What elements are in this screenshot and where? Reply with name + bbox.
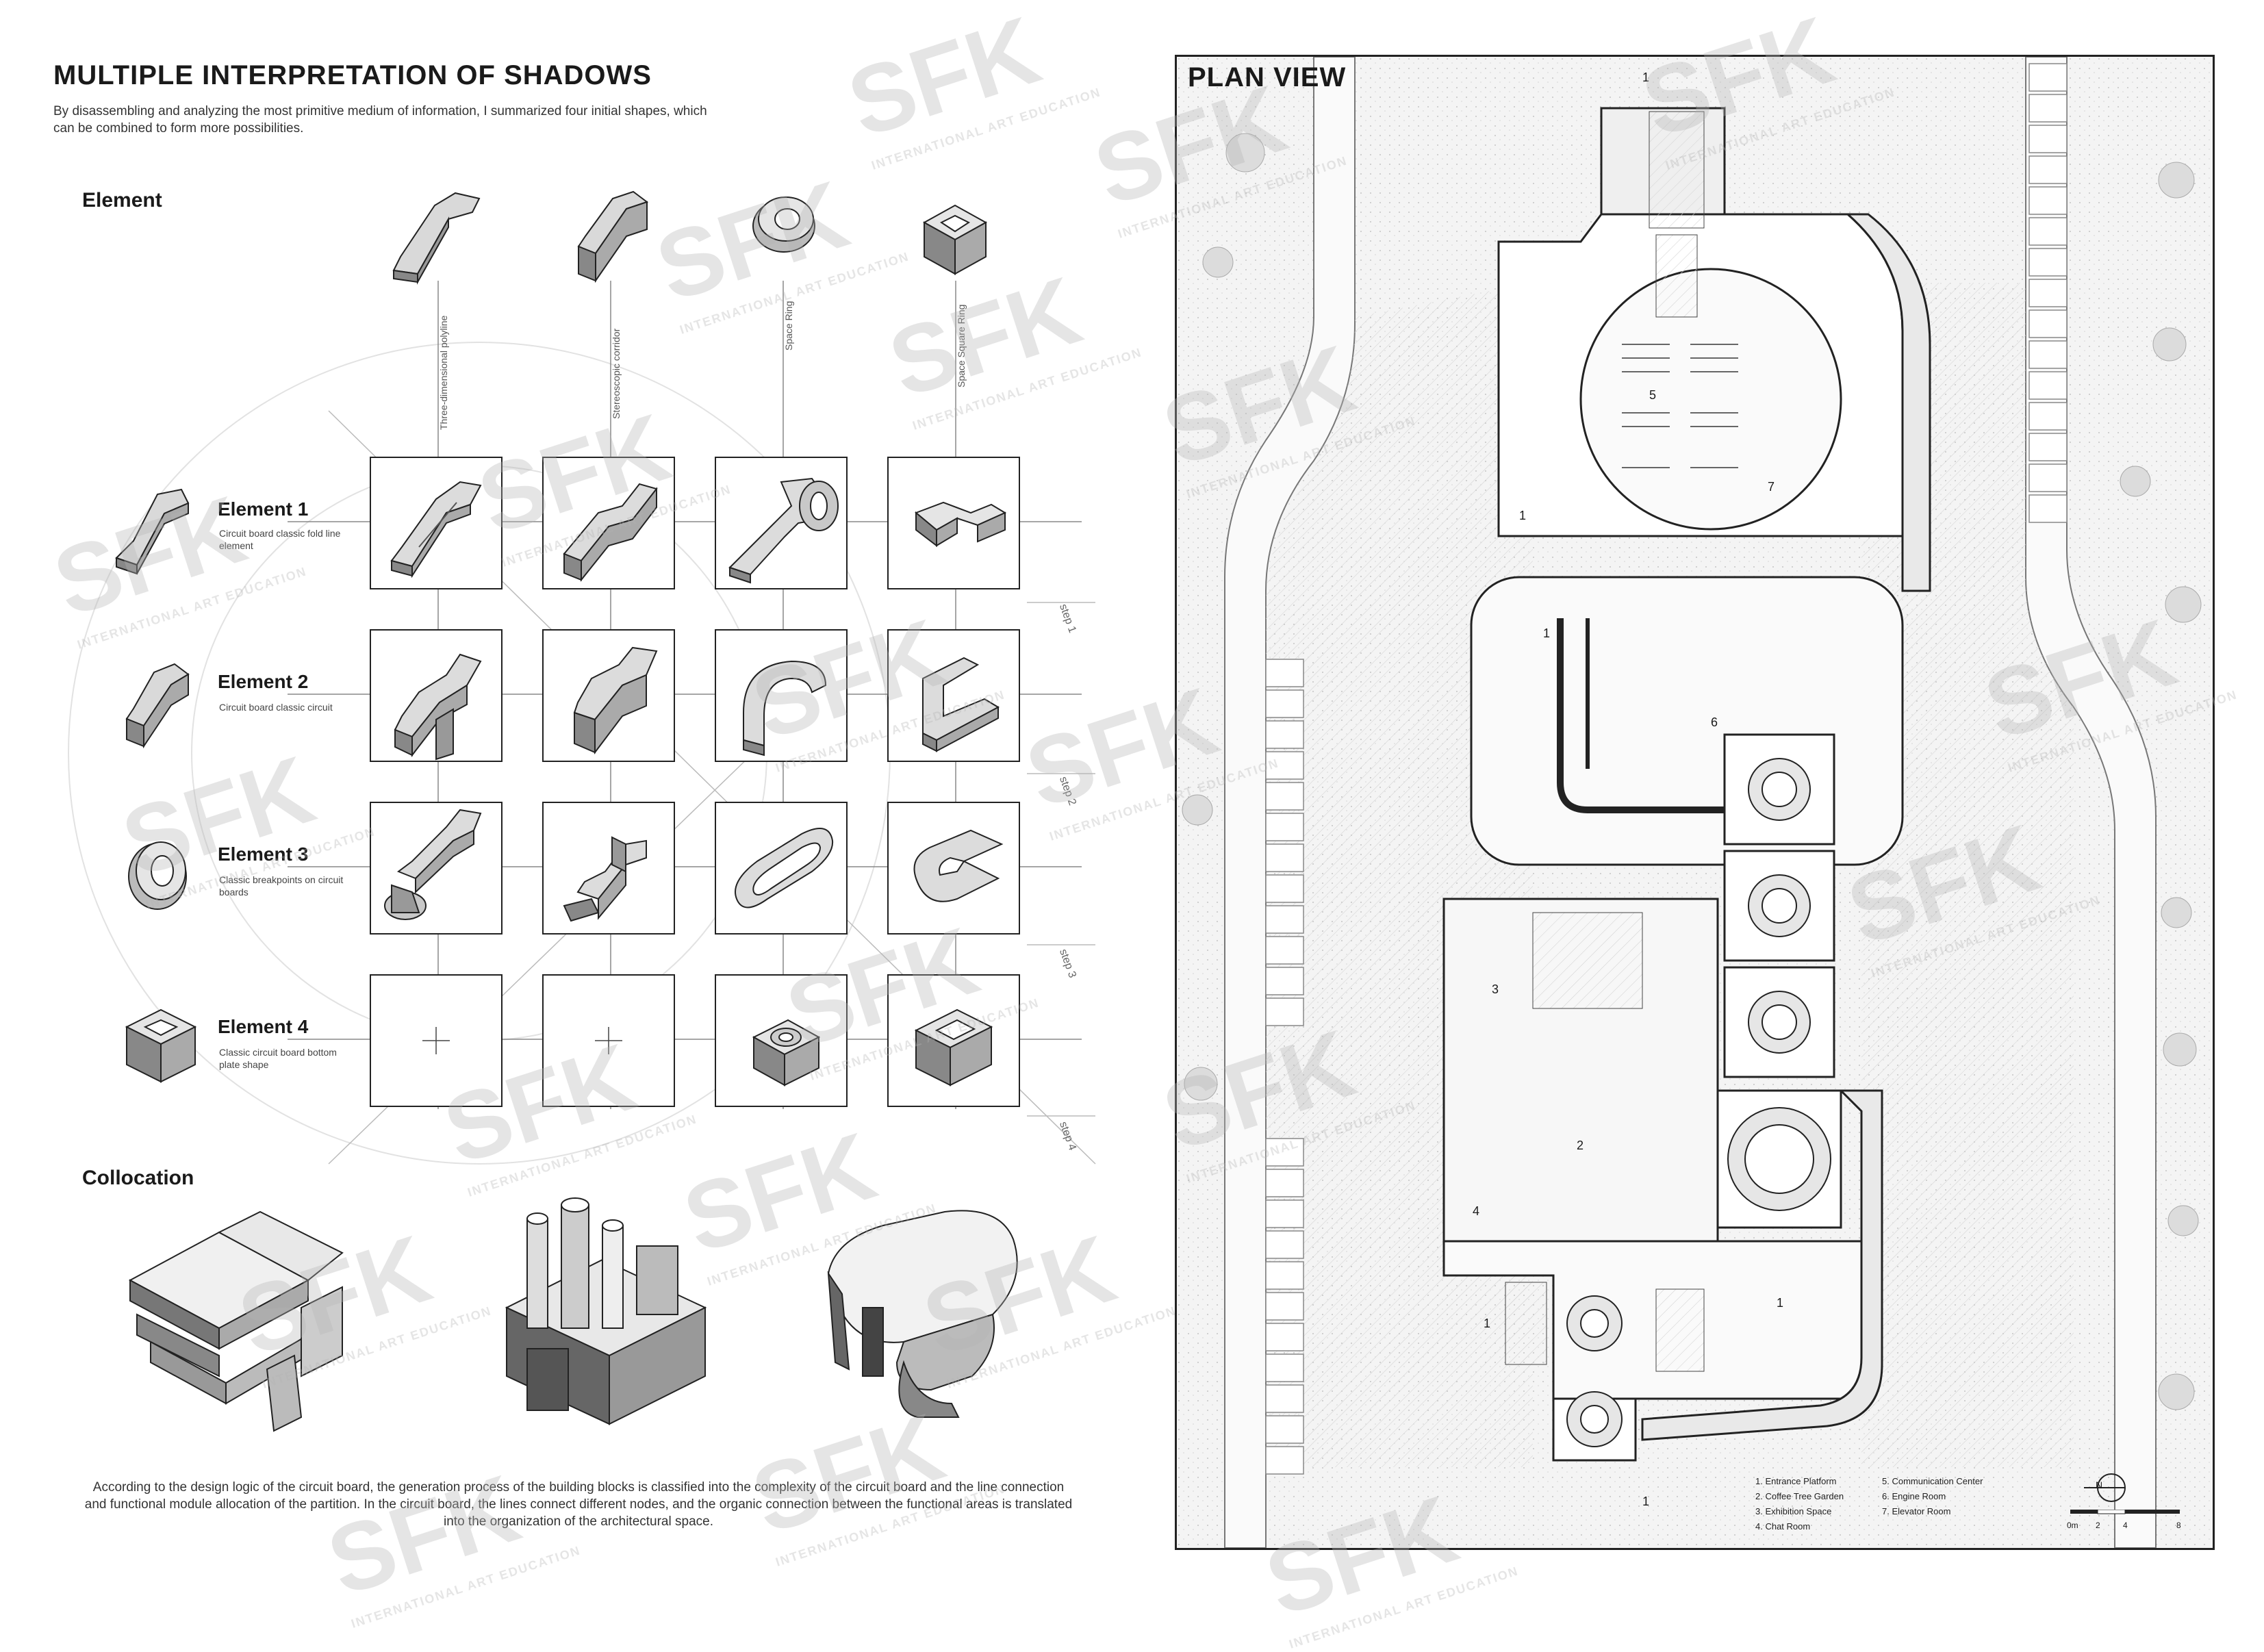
shape-corridor-fold [563, 483, 658, 582]
watermark-sub: INTERNATIONAL ART EDUCATION [1287, 1564, 1521, 1651]
left-icon-element-4 [125, 1008, 197, 1083]
legend-column-1: 1. Entrance Platform 2. Coffee Tree Gard… [1755, 1474, 1844, 1534]
legend-item: 2. Coffee Tree Garden [1755, 1491, 1844, 1501]
collocation-heading: Collocation [82, 1167, 194, 1189]
room-number: 2 [1577, 1139, 1584, 1152]
shape-hook-ring [743, 660, 827, 757]
room-number: 1 [1484, 1317, 1491, 1330]
shape-square-step [915, 501, 1007, 548]
element-3-desc: Classic breakpoints on circuit boards [219, 874, 344, 898]
legend-column-2: 5. Communication Center 6. Engine Room 7… [1882, 1474, 1983, 1519]
shape-polyline-ring [728, 477, 839, 584]
plan-view-frame: PLAN VIEW 1 1 5 7 1 1 6 3 2 4 1 1 1. Ent… [1175, 55, 2215, 1550]
room-number: 1 [1777, 1296, 1784, 1310]
column-label-2: Stereoscopic corridor [611, 328, 622, 419]
shape-circuit-polyline [394, 653, 482, 761]
top-icon-square-ring [922, 204, 988, 275]
plan-drawing [1177, 57, 2213, 1548]
shape-circuit-corridor [573, 646, 658, 754]
top-icon-ring [752, 196, 815, 253]
column-label-4: Space Square Ring [956, 304, 967, 387]
legend-item: 3. Exhibition Space [1755, 1506, 1832, 1516]
matrix-cell-1-1 [370, 457, 503, 589]
matrix-cell-2-2 [542, 629, 675, 762]
section-mark-bottom: 1 [1642, 1495, 1650, 1508]
matrix-cell-3-2 [542, 802, 675, 935]
north-arrow-icon [2084, 1473, 2126, 1502]
left-icon-element-1 [115, 488, 190, 575]
section-mark-top: 1 [1642, 71, 1650, 84]
element-1-name: Element 1 [218, 498, 309, 520]
legend-item: 1. Entrance Platform [1755, 1476, 1837, 1486]
shape-square-breakpoint [913, 829, 1004, 902]
legend-item: 6. Engine Room [1882, 1491, 1946, 1501]
scale-label: 8 [2176, 1521, 2181, 1530]
plan-title: PLAN VIEW [1188, 62, 1347, 92]
matrix-cell-3-3 [715, 802, 848, 935]
north-label: N [2096, 1479, 2103, 1490]
matrix-cell-4-4 [887, 974, 1020, 1107]
column-label-3: Space Ring [783, 301, 794, 351]
shape-breakpoint-polyline [384, 809, 482, 920]
legend-item: 4. Chat Room [1755, 1521, 1811, 1532]
top-icon-corridor [577, 190, 649, 283]
element-2-desc: Circuit board classic circuit [219, 702, 333, 713]
room-number: 3 [1492, 982, 1499, 996]
shape-breakpoint-corridor [563, 836, 647, 922]
column-label-1: Three-dimensional polyline [438, 315, 449, 430]
room-number: 1 [1519, 509, 1527, 522]
scale-label: 2 [2096, 1521, 2100, 1530]
cross-mark [595, 1027, 622, 1054]
top-icon-polyline [392, 192, 481, 285]
room-number: 6 [1711, 715, 1718, 729]
element-4-name: Element 4 [218, 1016, 309, 1037]
shape-polyline-double [390, 481, 482, 579]
matrix-cell-2-3 [715, 629, 848, 762]
room-number: 1 [1543, 626, 1551, 640]
matrix-cell-2-1 [370, 629, 503, 762]
element-1-desc: Circuit board classic fold line element [219, 528, 341, 551]
scale-label: 0m [2067, 1521, 2078, 1530]
scale-bar [2070, 1510, 2180, 1514]
element-2-name: Element 2 [218, 671, 309, 692]
bottom-description: According to the design logic of the cir… [84, 1480, 1073, 1529]
shape-square-hook [922, 657, 1000, 752]
matrix-cell-3-1 [370, 802, 503, 935]
matrix-cell-3-4 [887, 802, 1020, 935]
matrix-cell-4-3 [715, 974, 848, 1107]
matrix-cell-1-2 [542, 457, 675, 589]
cross-mark [422, 1027, 450, 1054]
matrix-cell-2-4 [887, 629, 1020, 762]
shape-plate-ring [752, 1019, 821, 1086]
intro-text: By disassembling and analyzing the most … [53, 104, 707, 136]
collocation-model-1 [128, 1210, 344, 1432]
matrix-cell-1-4 [887, 457, 1020, 589]
page-title: MULTIPLE INTERPRETATION OF SHADOWS [53, 60, 652, 90]
room-number: 7 [1768, 480, 1775, 494]
legend-item: 7. Elevator Room [1882, 1506, 1951, 1516]
left-icon-element-2 [125, 663, 190, 749]
room-number: 4 [1473, 1204, 1480, 1218]
matrix-cell-4-2 [542, 974, 675, 1107]
shape-plate-square [914, 1008, 993, 1086]
collocation-model-3 [827, 1210, 1018, 1418]
collocation-model-2 [505, 1197, 707, 1425]
room-number: 5 [1649, 388, 1657, 402]
element-4-desc: Classic circuit board bottom plate shape [219, 1047, 337, 1070]
element-heading: Element [82, 189, 162, 212]
scale-label: 4 [2123, 1521, 2128, 1530]
matrix-cell-4-1 [370, 974, 503, 1107]
matrix-cell-1-3 [715, 457, 848, 589]
left-icon-element-3 [128, 841, 187, 910]
legend-item: 5. Communication Center [1882, 1476, 1983, 1486]
shape-oval-ring [735, 828, 834, 908]
element-3-name: Element 3 [218, 843, 309, 865]
